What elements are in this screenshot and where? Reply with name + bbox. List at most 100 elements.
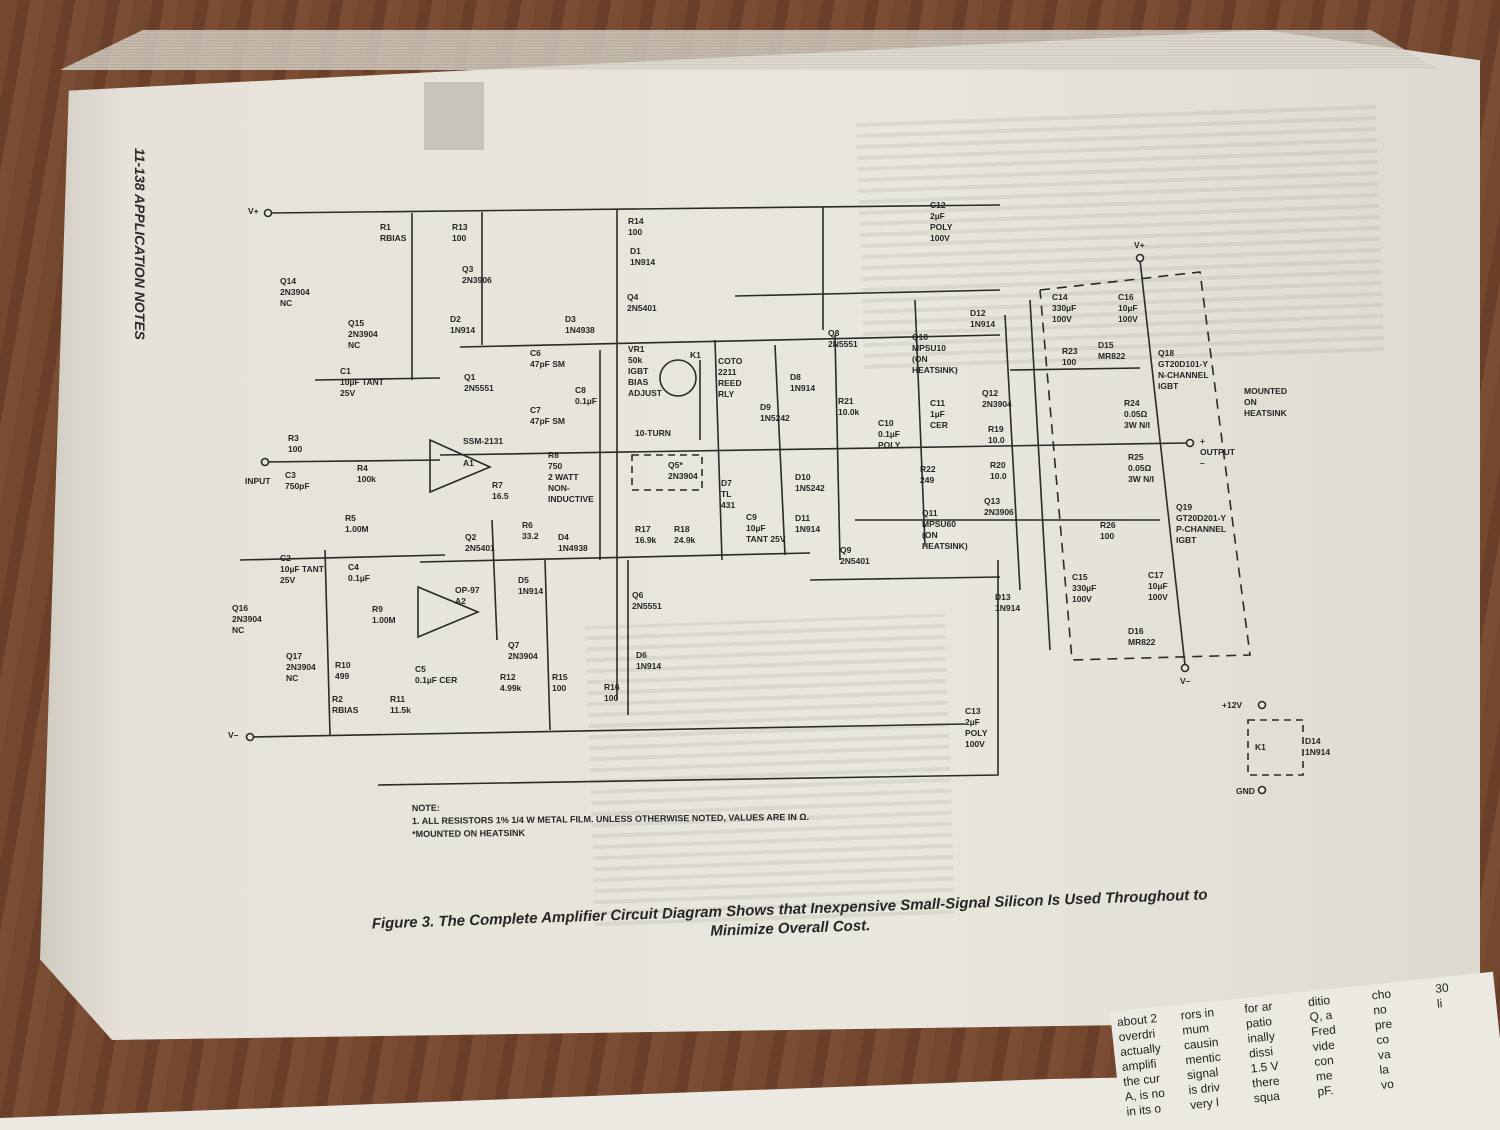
component-label: NC xyxy=(280,298,293,308)
component-label: 1N5242 xyxy=(795,483,825,493)
component-label: D3 xyxy=(565,314,576,324)
component-label: 24.9k xyxy=(674,535,696,545)
component-label: 1N914 xyxy=(1305,747,1331,757)
component-label: R18 xyxy=(674,524,690,534)
component-label: 249 xyxy=(920,475,935,485)
next-page-fragment: rors in xyxy=(1180,1005,1215,1023)
component-label: +12V xyxy=(1222,700,1243,710)
component-label: C7 xyxy=(530,405,541,415)
next-page-fragment: no xyxy=(1372,1002,1388,1018)
component-label: C1 xyxy=(340,366,351,376)
component-vr1-turn: 10-TURN xyxy=(635,428,671,439)
component-label: P-CHANNEL xyxy=(1176,524,1227,534)
component-label: 47pF SM xyxy=(530,416,565,426)
component-label: R11 xyxy=(390,694,406,704)
return-wire xyxy=(377,560,999,786)
component-label: 0.1µF xyxy=(878,429,900,439)
component-label: R23 xyxy=(1062,346,1078,356)
component-label: C3 xyxy=(285,470,296,480)
component-label: D7 xyxy=(721,478,732,488)
component-label: R14 xyxy=(628,216,644,226)
component-label: 2N3906 xyxy=(462,275,492,285)
component-label: V+ xyxy=(248,206,259,216)
component-plus12v: +12V xyxy=(1222,700,1242,711)
component-label: Q10 xyxy=(912,332,929,342)
next-page-fragment: me xyxy=(1315,1068,1334,1084)
component-label: INDUCTIVE xyxy=(548,494,594,504)
component-label: IGBT xyxy=(1158,381,1179,391)
component-label: 100k xyxy=(357,474,376,484)
q5-heatsink-box xyxy=(631,454,703,491)
component-label: Q18 xyxy=(1158,348,1175,358)
component-label: POLY xyxy=(878,440,901,450)
component-label: 1N914 xyxy=(518,586,544,596)
component-label: GND xyxy=(1236,786,1255,796)
component-label: D10 xyxy=(795,472,811,482)
next-page-fragment: Q, a xyxy=(1308,1007,1333,1025)
next-page-fragment: inally xyxy=(1246,1028,1276,1046)
component-label: RLY xyxy=(718,389,735,399)
component-label: Q15 xyxy=(348,318,365,328)
component-label: D15 xyxy=(1098,340,1114,350)
next-page-fragment: va xyxy=(1377,1046,1392,1063)
component-label: 100V xyxy=(1118,314,1138,324)
component-label: 25V xyxy=(280,575,296,585)
component-label: D6 xyxy=(636,650,647,660)
component-label: R4 xyxy=(357,463,368,473)
component-label: Q2 xyxy=(465,532,477,542)
component-label: NC xyxy=(286,673,299,683)
component-label: 0.1µF xyxy=(348,573,370,583)
component-label: 100V xyxy=(1148,592,1168,602)
vminus-rail xyxy=(249,723,966,738)
component-label: NON- xyxy=(548,483,570,493)
component-label: D5 xyxy=(518,575,529,585)
component-label: 2N3906 xyxy=(984,507,1014,517)
component-label: R8 xyxy=(548,450,559,460)
component-label: 2N5551 xyxy=(828,339,858,349)
next-page-fragment: mum xyxy=(1181,1020,1210,1038)
component-label: 1N4938 xyxy=(558,543,588,553)
component-label: R24 xyxy=(1124,398,1140,408)
component-label: V+ xyxy=(1134,240,1145,250)
component-label: GT20D201-Y xyxy=(1176,513,1227,523)
component-label: Q5* xyxy=(668,460,683,470)
component-label: 0.05Ω xyxy=(1128,463,1152,473)
component-label: R17 xyxy=(635,524,651,534)
next-page-fragment: very l xyxy=(1189,1095,1220,1113)
component-label: MPSU10 xyxy=(912,343,947,353)
component-label: R25 xyxy=(1128,452,1144,462)
page-stack-edge xyxy=(60,30,1440,70)
component-k1: K1 xyxy=(690,350,701,361)
component-label: 2N3904 xyxy=(232,614,262,624)
next-page-fragment: squa xyxy=(1253,1088,1281,1106)
component-label: R1 xyxy=(380,222,391,232)
component-label: A2 xyxy=(455,596,466,606)
component-label: C2 xyxy=(280,553,291,563)
component-label: COTO xyxy=(718,356,743,366)
component-label: 2N5401 xyxy=(840,556,870,566)
next-page-fragment: co xyxy=(1375,1032,1390,1048)
component-label: D9 xyxy=(760,402,771,412)
component-label: D13 xyxy=(995,592,1011,602)
component-label: INPUT xyxy=(245,476,271,486)
component-input: INPUT xyxy=(245,476,271,487)
component-label: 1N5242 xyxy=(760,413,790,423)
vminus-terminal xyxy=(245,732,255,742)
